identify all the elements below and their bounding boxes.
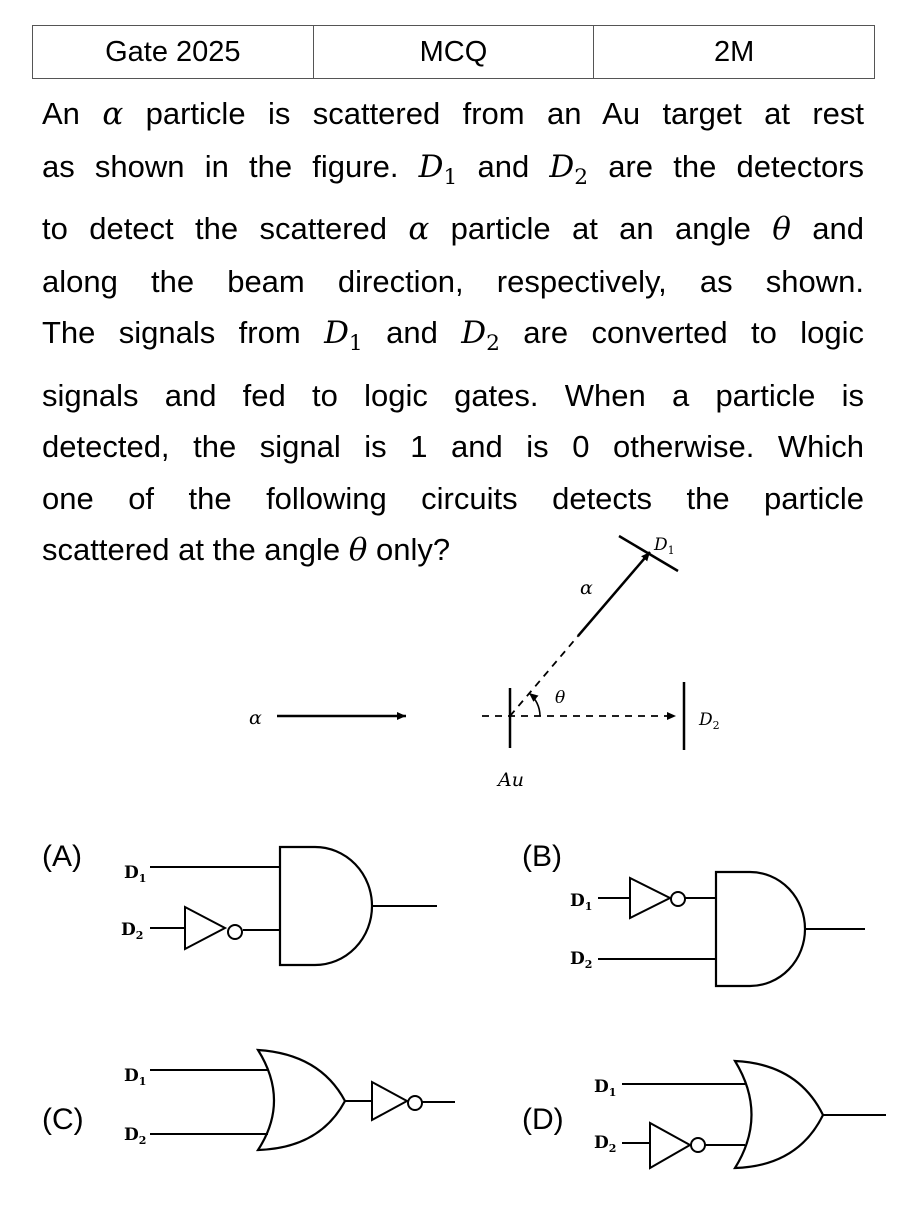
exam-cell: Gate 2025 bbox=[32, 25, 314, 79]
option-b-in2-label: D2 bbox=[570, 949, 592, 971]
scattered-alpha-label: α bbox=[580, 577, 593, 599]
option-b-label[interactable]: (B) bbox=[522, 840, 562, 873]
option-b-in1-label: D1 bbox=[570, 891, 592, 913]
circuit-option-a bbox=[150, 845, 437, 967]
inversion-bubble bbox=[407, 1095, 423, 1111]
target-au-label: Au bbox=[496, 769, 524, 791]
question-text: An α particle is scattered from an Au ta… bbox=[42, 88, 864, 577]
question-line: The signals from D1 and D2 are converted… bbox=[42, 315, 864, 357]
question-line: scattered at the angle θ only? bbox=[42, 532, 451, 569]
type-cell: MCQ bbox=[312, 25, 595, 79]
angle-arc bbox=[528, 692, 541, 717]
option-d-in2-label: D2 bbox=[594, 1133, 616, 1155]
question-line: to detect the scattered α particle at an… bbox=[42, 211, 864, 248]
detector-d1-label: D1 bbox=[653, 535, 675, 557]
option-d-label[interactable]: (D) bbox=[522, 1103, 564, 1136]
d1-symbol: D1 bbox=[418, 148, 458, 190]
angle-theta-label: θ bbox=[555, 688, 565, 708]
option-a-label[interactable]: (A) bbox=[42, 840, 82, 873]
question-line: along the beam direction, respectively, … bbox=[42, 263, 864, 299]
circuit-option-b bbox=[598, 870, 865, 988]
option-c-label[interactable]: (C) bbox=[42, 1103, 84, 1136]
not-gate bbox=[649, 1121, 693, 1170]
not-gate bbox=[629, 876, 673, 920]
or-gate bbox=[255, 1048, 347, 1152]
or-gate bbox=[732, 1059, 825, 1170]
question-line: as shown in the figure. D1 and D2 are th… bbox=[42, 148, 865, 190]
option-c-in1-label: D1 bbox=[124, 1066, 146, 1088]
and-gate bbox=[714, 870, 807, 988]
incident-alpha-label: α bbox=[249, 707, 262, 729]
detector-d2-label: D2 bbox=[698, 710, 720, 732]
d2-symbol: D2 bbox=[549, 148, 589, 190]
d2-symbol: D2 bbox=[461, 315, 500, 357]
inversion-bubble bbox=[670, 891, 686, 907]
detector-d1-bar bbox=[618, 534, 679, 573]
d1-symbol: D1 bbox=[324, 315, 363, 357]
and-gate bbox=[278, 845, 374, 967]
scattering-diagram bbox=[277, 534, 686, 750]
circuit-option-c bbox=[150, 1048, 455, 1152]
question-line: detected, the signal is 1 and is 0 other… bbox=[42, 429, 864, 465]
not-gate bbox=[371, 1080, 410, 1122]
inversion-bubble bbox=[227, 924, 243, 940]
inversion-bubble bbox=[690, 1137, 706, 1153]
scattered-path-dashed bbox=[509, 635, 579, 717]
option-a-in1-label: D1 bbox=[124, 863, 146, 885]
option-c-in2-label: D2 bbox=[124, 1125, 146, 1147]
question-line: An α particle is scattered from an Au ta… bbox=[42, 96, 865, 132]
question-header-table: Gate 2025 MCQ 2M bbox=[32, 25, 875, 79]
option-d-in1-label: D1 bbox=[594, 1077, 616, 1099]
not-gate bbox=[184, 905, 228, 951]
question-line: signals and fed to logic gates. When a p… bbox=[42, 377, 864, 413]
marks-cell: 2M bbox=[593, 25, 875, 79]
question-line: one of the following circuits detects th… bbox=[42, 480, 864, 516]
option-a-in2-label: D2 bbox=[121, 920, 143, 942]
circuit-option-d bbox=[622, 1059, 886, 1170]
scattered-arrow bbox=[577, 551, 651, 637]
